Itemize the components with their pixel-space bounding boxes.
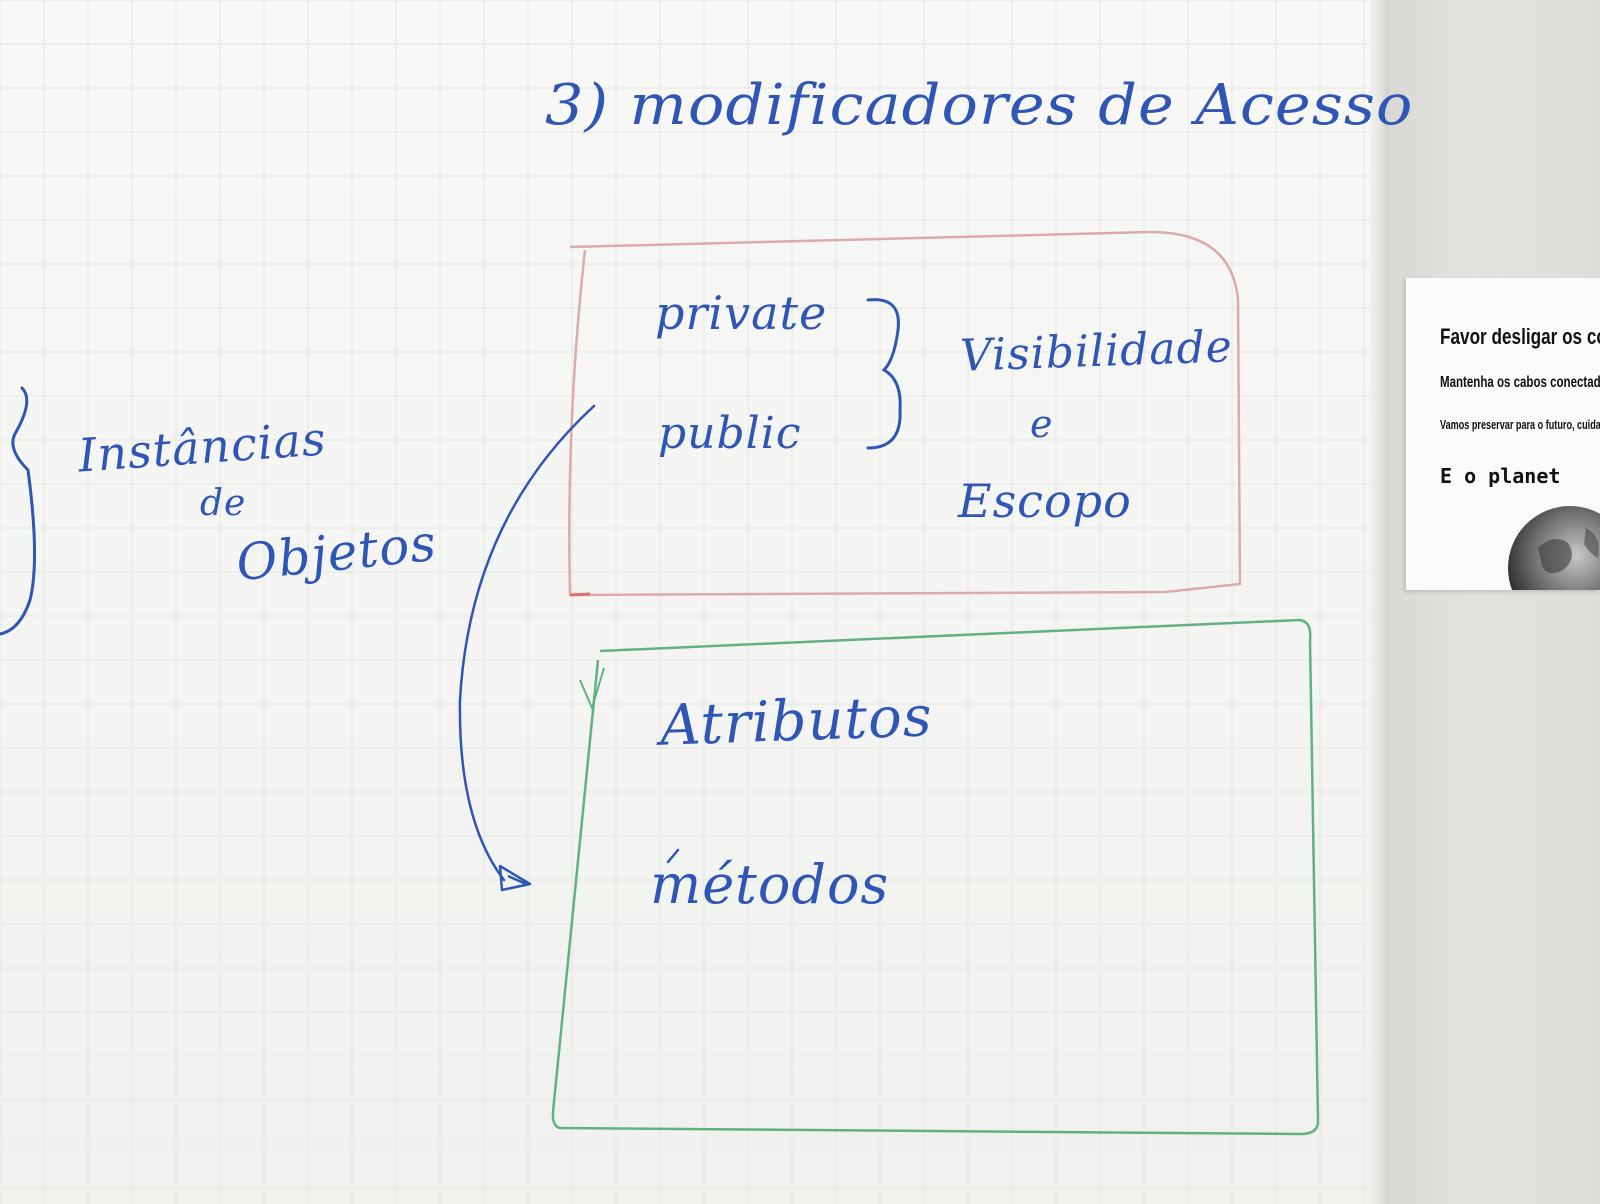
board-title: 3) modificadores de Acesso — [545, 73, 1414, 138]
wall — [1386, 0, 1600, 1204]
left-brace — [0, 386, 37, 636]
notice-line2: Vamos preservar para o futuro, cuida — [1440, 417, 1600, 432]
methods-label: métodos — [650, 853, 890, 916]
whiteboard-grid — [0, 0, 1384, 1204]
curved-arrow — [458, 404, 596, 882]
public-label: public — [658, 408, 802, 459]
private-label: private — [655, 286, 828, 340]
attributes-label: Atributos — [658, 684, 934, 759]
scope-label: Escopo — [958, 474, 1132, 528]
red-box — [568, 230, 1242, 597]
whiteboard — [0, 0, 1384, 1204]
green-box — [551, 618, 1320, 1136]
left-note-line2: de — [200, 483, 247, 524]
notice-line3: E o planet — [1440, 464, 1561, 488]
whiteboard-edge — [1370, 0, 1386, 1204]
and-label: e — [1030, 402, 1054, 446]
accent-mark — [666, 848, 680, 864]
notice-title: Favor desligar os co — [1440, 324, 1600, 349]
red-box-corner-mark — [569, 592, 591, 597]
green-box-tick — [579, 667, 605, 711]
visibility-label: Visibilidade — [959, 321, 1234, 382]
globe-icon — [1508, 506, 1600, 590]
right-brace — [866, 298, 902, 450]
notice-line1: Mantenha os cabos conectad — [1440, 374, 1600, 391]
arrow-head — [498, 864, 532, 892]
wall-notice: Favor desligar os co Mantenha os cabos c… — [1406, 278, 1600, 590]
